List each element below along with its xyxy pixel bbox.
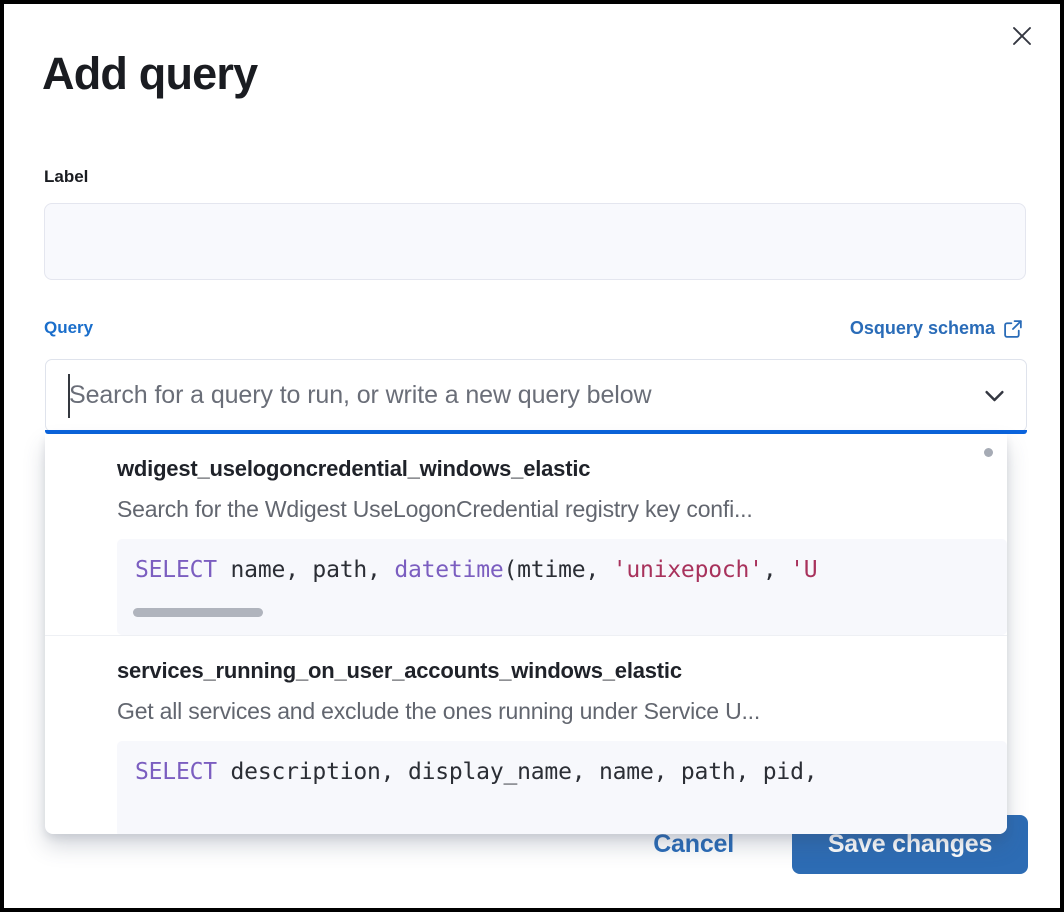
suggestion-code-block: SELECT description, display_name, name, …: [117, 741, 1007, 834]
page-title: Add query: [42, 48, 258, 99]
sql-args: (mtime,: [503, 557, 613, 583]
chevron-down-icon[interactable]: [980, 382, 1008, 409]
code-horizontal-scrollbar[interactable]: [133, 608, 263, 617]
sql-function: datetime: [394, 557, 504, 583]
query-search-combobox[interactable]: Search for a query to run, or write a ne…: [45, 359, 1027, 432]
sql-comma: ,: [762, 557, 791, 583]
query-suggestions-dropdown[interactable]: wdigest_uselogoncredential_windows_elast…: [45, 434, 1007, 834]
label-field-label: Label: [44, 167, 89, 186]
list-item[interactable]: services_running_on_user_accounts_window…: [45, 635, 1007, 834]
external-link-icon: [1003, 317, 1024, 339]
cancel-button[interactable]: Cancel: [619, 816, 768, 873]
sql-columns: name, path,: [216, 557, 395, 583]
sql-keyword: SELECT: [135, 557, 217, 583]
combobox-focus-underline: [45, 430, 1027, 434]
suggestion-title: wdigest_uselogoncredential_windows_elast…: [117, 456, 591, 481]
sql-string-1: 'unixepoch': [612, 557, 763, 583]
osquery-schema-link-label: Osquery schema: [849, 317, 995, 338]
text-cursor: [68, 374, 70, 418]
suggestion-code-block: SELECT name, path, datetime(mtime, 'unix…: [117, 539, 1007, 635]
suggestion-description: Search for the Wdigest UseLogonCredentia…: [117, 496, 753, 522]
suggestion-code-text: SELECT name, path, datetime(mtime, 'unix…: [117, 555, 1007, 586]
dropdown-scrollbar-thumb[interactable]: [984, 448, 993, 457]
add-query-modal: Add query Label Query Osquery schema Sea…: [4, 4, 1060, 908]
sql-columns: description, display_name, name, path, p…: [216, 759, 818, 785]
osquery-schema-link[interactable]: Osquery schema: [850, 317, 1024, 339]
close-icon: [1010, 24, 1034, 48]
query-search-input-placeholder[interactable]: Search for a query to run, or write a ne…: [69, 381, 652, 409]
label-input[interactable]: [44, 203, 1026, 280]
close-button[interactable]: [1002, 16, 1042, 56]
suggestion-title: services_running_on_user_accounts_window…: [117, 658, 682, 683]
sql-string-2: 'U: [790, 557, 818, 583]
query-field-label: Query: [44, 318, 94, 337]
list-item[interactable]: wdigest_uselogoncredential_windows_elast…: [45, 434, 1007, 635]
suggestion-code-text: SELECT description, display_name, name, …: [117, 757, 1007, 788]
sql-keyword: SELECT: [135, 759, 217, 785]
suggestion-description: Get all services and exclude the ones ru…: [117, 698, 761, 724]
